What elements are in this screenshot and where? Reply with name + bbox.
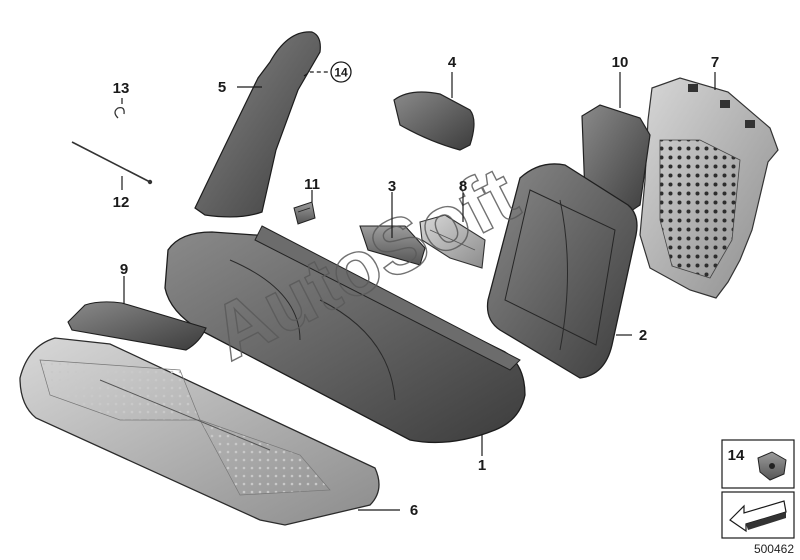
callout-14-circled: 14 xyxy=(330,61,352,83)
callout-5: 5 xyxy=(218,79,226,96)
callout-12: 12 xyxy=(113,194,130,211)
part-2-backrest-cover xyxy=(486,163,638,379)
part-13-clip xyxy=(114,106,125,119)
callout-6: 6 xyxy=(410,502,418,519)
callout-10: 10 xyxy=(612,54,629,71)
legend-box: 14 xyxy=(721,439,795,539)
callout-9: 9 xyxy=(120,261,128,278)
legend-arrow-icon xyxy=(729,500,787,533)
part-7-backrest-frame xyxy=(639,77,779,299)
part-9-seat-pad xyxy=(67,301,207,351)
callout-14: 14 xyxy=(334,66,348,80)
callouts: 13 12 5 14 4 10 7 11 3 8 9 2 1 6 xyxy=(113,54,720,519)
part-6-seat-base xyxy=(19,337,380,526)
callout-1: 1 xyxy=(478,457,486,474)
part-3-trim-panel xyxy=(359,225,426,266)
part-8-mounting-bracket xyxy=(419,214,486,269)
callout-11: 11 xyxy=(304,176,320,193)
callout-13: 13 xyxy=(113,80,130,97)
callout-7: 7 xyxy=(711,54,719,71)
legend-part-number: 14 xyxy=(728,447,745,464)
part-12-wire xyxy=(71,141,153,185)
callout-3: 3 xyxy=(388,178,396,195)
legend-part-14-clip-icon xyxy=(757,451,787,481)
part-1-seat-cushion-cover xyxy=(164,225,526,444)
leader-14 xyxy=(303,71,330,77)
callout-2: 2 xyxy=(639,327,647,344)
part-11-bracket xyxy=(293,201,316,225)
document-id: 500462 xyxy=(754,542,794,556)
part-5-side-bolster xyxy=(194,31,321,218)
leader-lines xyxy=(121,71,716,511)
callout-4: 4 xyxy=(448,54,457,71)
callout-8: 8 xyxy=(459,178,467,195)
part-4-armrest-cushion xyxy=(393,91,475,151)
